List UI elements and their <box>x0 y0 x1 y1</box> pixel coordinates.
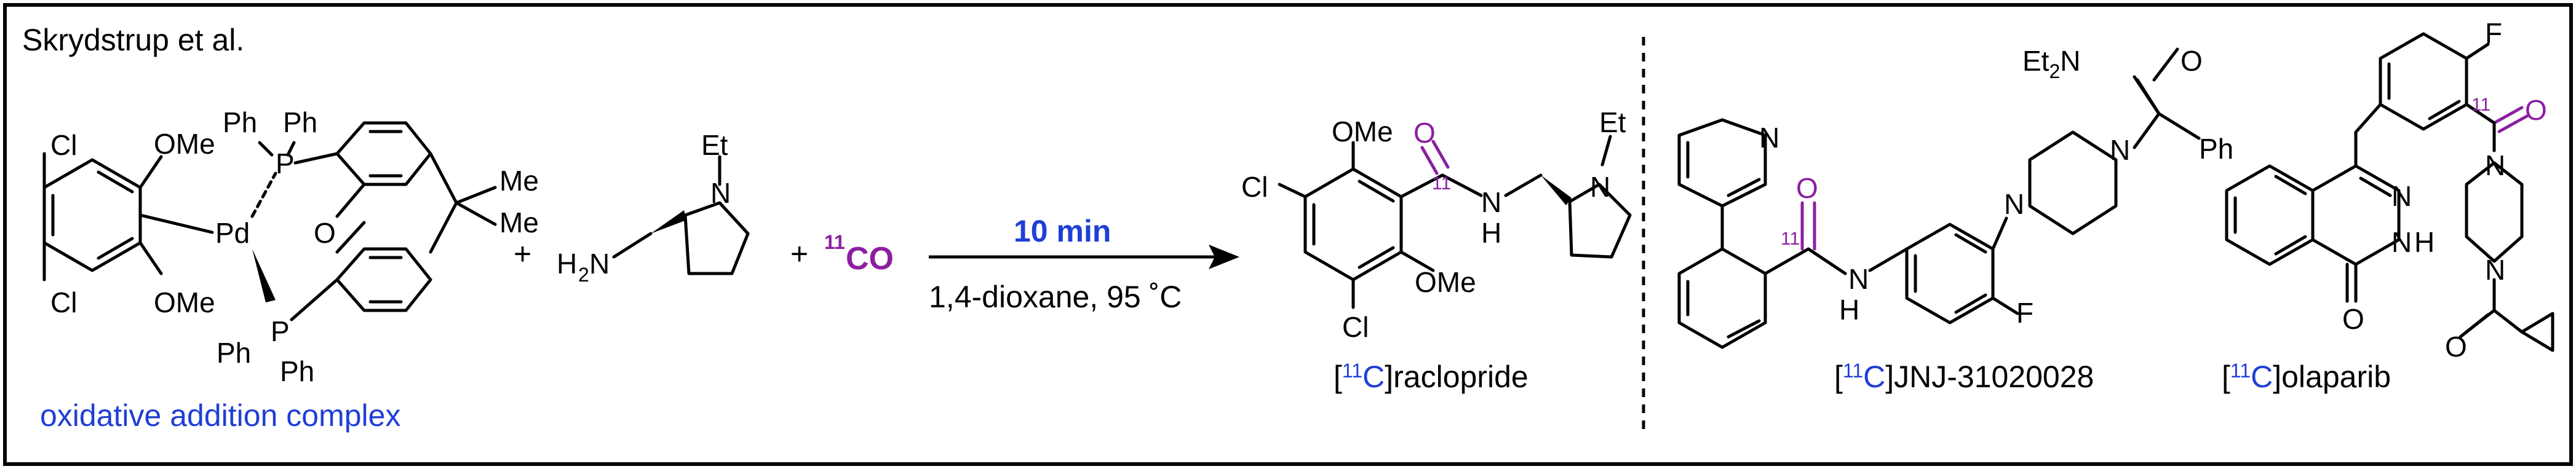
credit-label: Skrydstrup et al. <box>22 23 244 57</box>
ph-top-2: Ph <box>283 106 317 138</box>
olaparib-iso: 11 <box>2230 360 2251 382</box>
plus-1: + <box>514 237 531 271</box>
jnj-nh-n: N <box>1848 263 1869 295</box>
jnj-name: ]JNJ-31020028 <box>1885 360 2094 394</box>
ph-bottom-2: Ph <box>280 355 314 387</box>
olaparib-n2: N <box>2391 226 2412 258</box>
olaparib-label: [11C]olaparib <box>2222 360 2391 394</box>
olaparib-f: F <box>2485 17 2502 49</box>
h2n-n: N <box>589 248 610 280</box>
h2n-sub: 2 <box>578 264 589 286</box>
raclopride-o: O <box>1413 117 1436 149</box>
xanthene-backbone <box>258 121 497 321</box>
raclopride-structure <box>1278 135 1632 309</box>
aryl-ring <box>42 152 214 282</box>
olaparib-name: ]olaparib <box>2273 360 2391 394</box>
reaction-conditions: 1,4-dioxane, 95 ˚C <box>929 280 1182 314</box>
complex-label: oxidative addition complex <box>40 398 400 433</box>
jnj-et2n: Et2N <box>2022 45 2081 82</box>
olaparib-pip-n2: N <box>2485 254 2505 286</box>
oxidative-addition-complex: Cl Cl OMe OMe Pd P P Ph Ph Ph Ph <box>42 106 539 387</box>
ph-top-1: Ph <box>223 106 257 138</box>
amine-et: Et <box>701 129 728 161</box>
svg-text:[11C]raclopride: [11C]raclopride <box>1334 360 1529 394</box>
jnj-bracket-open: [ <box>1834 360 1843 394</box>
frame-border <box>3 3 2573 466</box>
raclopride-cl-2: Cl <box>1342 311 1369 343</box>
raclopride-et: Et <box>1599 106 1626 138</box>
me-top: Me <box>499 165 539 197</box>
me-bottom: Me <box>499 207 539 238</box>
pd-p-bonds <box>250 171 277 302</box>
svg-text:[11C]JNJ-31020028: [11C]JNJ-31020028 <box>1834 360 2094 394</box>
olaparib-carbonyl-o: O <box>2525 94 2547 126</box>
p-top: P <box>276 148 295 179</box>
jnj-pyridine-n: N <box>1759 122 1779 154</box>
ome-bottom: OMe <box>154 286 215 318</box>
ph-bottom-1: Ph <box>217 337 251 369</box>
raclopride-name: ]raclopride <box>1385 360 1528 394</box>
raclopride-iso11: 11 <box>1432 173 1451 194</box>
co-mass: 11 <box>824 231 845 253</box>
xanthene-o: O <box>314 217 336 249</box>
amine-reagent: H 2 N <box>557 155 750 286</box>
raclopride-iso: 11 <box>1342 360 1362 382</box>
olaparib-iso11: 11 <box>2471 95 2491 115</box>
olaparib-nh-h: H <box>2414 226 2435 258</box>
olaparib-c: C <box>2251 360 2273 394</box>
reaction-time: 10 min <box>1014 214 1111 248</box>
jnj-c: C <box>1863 360 1885 394</box>
ome-top: OMe <box>154 128 215 160</box>
cl-top: Cl <box>50 129 77 161</box>
raclopride-label: [11C]raclopride <box>1334 360 1529 394</box>
olaparib-amide-o: O <box>2445 331 2467 363</box>
svg-text:[11C]olaparib: [11C]olaparib <box>2222 360 2391 394</box>
jnj-et2n-et: Et <box>2022 45 2049 77</box>
jnj-amide-o: O <box>2180 45 2203 77</box>
jnj-o: O <box>1796 172 1818 204</box>
raclopride-nh-n: N <box>1481 186 1501 218</box>
jnj-et2n-n: N <box>2060 45 2080 77</box>
olaparib-pip-n1: N <box>2485 149 2505 181</box>
jnj-label: [11C]JNJ-31020028 <box>1834 360 2094 394</box>
plus-2: + <box>790 237 808 271</box>
raclopride-c: C <box>1362 360 1385 394</box>
carbon-monoxide: 11 CO <box>824 231 894 277</box>
jnj-f: F <box>2016 297 2033 329</box>
h2n-h: H <box>557 248 577 280</box>
co-label: CO <box>846 241 894 277</box>
jnj-structure <box>1677 47 2201 349</box>
raclopride-ome-bottom: OMe <box>1415 266 1476 298</box>
jnj-ph: Ph <box>2199 133 2233 165</box>
jnj-iso: 11 <box>1843 360 1863 382</box>
jnj-iso11: 11 <box>1781 229 1800 249</box>
raclopride-bracket-open: [ <box>1334 360 1342 394</box>
raclopride-ome-top: OMe <box>1332 116 1393 148</box>
raclopride-ring-n: N <box>1590 171 1610 203</box>
pd-atom: Pd <box>215 217 250 249</box>
jnj-pip-n1: N <box>2004 188 2024 220</box>
raclopride-cl-1: Cl <box>1241 171 1268 203</box>
olaparib-lactam-o: O <box>2342 303 2364 335</box>
raclopride-nh-h: H <box>1481 217 1501 249</box>
jnj-et2n-sub: 2 <box>2049 60 2060 82</box>
jnj-pip-n2: N <box>2110 134 2130 166</box>
amine-n: N <box>710 177 731 209</box>
reaction-arrow <box>929 245 1239 269</box>
jnj-nh-h: H <box>1839 294 1859 326</box>
olaparib-bracket-open: [ <box>2222 360 2230 394</box>
olaparib-structure <box>2225 32 2554 352</box>
p-bottom: P <box>271 315 290 347</box>
cl-bottom: Cl <box>50 286 77 318</box>
olaparib-n1: N <box>2391 180 2412 212</box>
